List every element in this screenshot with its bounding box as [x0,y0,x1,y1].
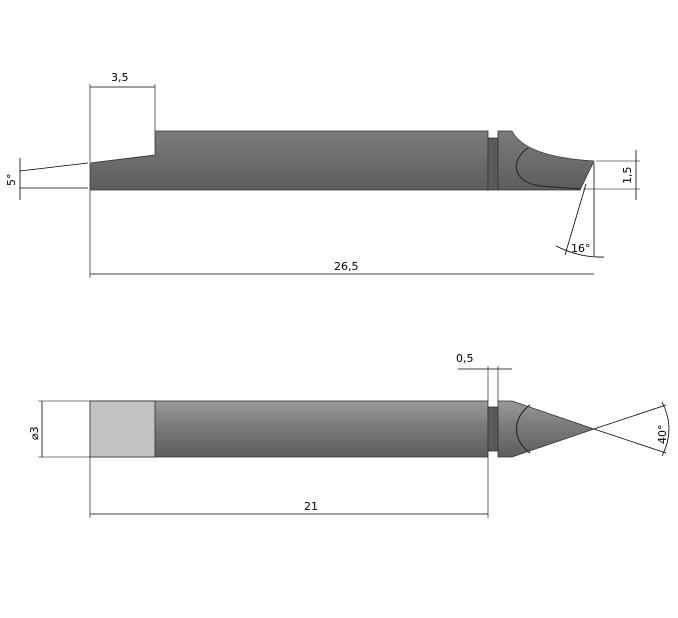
side-view: 3,5 5° 1,5 16° 26,5 [5,71,640,278]
dim-total-length: 26,5 [334,260,359,273]
tool-shank-top [89,400,489,458]
neck-ring-side [487,137,499,191]
dim-shank-length: 21 [304,500,318,513]
dim-diameter: ⌀3 [28,426,41,440]
dim-neck-width: 0,5 [456,352,474,365]
neck-ring-top [487,406,499,452]
top-view: 0,5 ⌀3 40° 21 [28,352,670,518]
dim-point-angle: 40° [656,425,669,445]
dim-tip-height: 1,5 [621,167,634,185]
dim-top-angle: 5° [5,174,18,187]
tool-body-side [89,130,489,191]
cutting-head-side [497,130,595,191]
cutting-head-curve-top [516,404,531,454]
chip-groove-side [515,147,581,190]
dim-flat-length: 3,5 [111,71,129,84]
clamping-flat-top [89,400,156,458]
dim-tip-angle: 16° [571,242,591,255]
cutting-head-top [497,400,596,458]
